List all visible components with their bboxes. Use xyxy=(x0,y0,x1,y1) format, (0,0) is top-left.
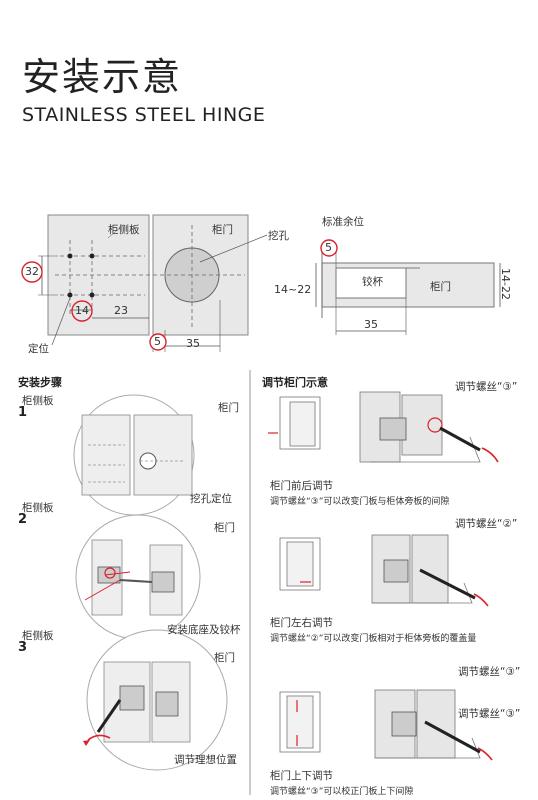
step1-side-panel: 柜侧板 xyxy=(22,395,54,407)
thickness-right: 14-22 xyxy=(499,268,512,300)
cup-section xyxy=(335,267,407,299)
dim-14-highlight xyxy=(71,300,93,322)
adjust2-screw: 调节螺丝“②” xyxy=(455,518,518,530)
step1-door: 柜门 xyxy=(218,402,239,414)
screw-dot xyxy=(67,292,73,298)
step1-number: 1 xyxy=(18,405,28,420)
adjust1-title: 柜门前后调节 xyxy=(270,480,333,492)
screw-dot xyxy=(89,253,95,259)
page-subtitle: STAINLESS STEEL HINGE xyxy=(22,104,266,126)
step2-door: 柜门 xyxy=(214,522,235,534)
screw-dot xyxy=(67,253,73,259)
section-dim-35: 35 xyxy=(364,318,378,331)
dim-5-text: 5 xyxy=(154,335,161,348)
margin-label: 标准余位 xyxy=(322,216,364,228)
dim-14-text: 14 xyxy=(75,304,89,317)
margin-5-highlight xyxy=(320,239,338,257)
step3-number: 3 xyxy=(18,640,28,655)
dim-5-highlight xyxy=(149,333,167,351)
adjust2-desc: 调节螺丝“②”可以改变门板相对于柜体旁板的覆盖量 xyxy=(270,634,477,644)
dim-23-text: 23 xyxy=(114,304,128,317)
adjust3-screw1: 调节螺丝“③” xyxy=(458,666,521,678)
thickness-left: 14~22 xyxy=(274,283,312,296)
step3-side-panel: 柜侧板 xyxy=(22,630,54,642)
step3-door: 柜门 xyxy=(214,652,235,664)
page-title: 安装示意 xyxy=(22,55,183,99)
install-heading: 安装步骤 xyxy=(18,376,62,389)
adjust3-title: 柜门上下调节 xyxy=(270,770,333,782)
dim-32-highlight xyxy=(21,261,43,283)
adjust3-screw2: 调节螺丝“③” xyxy=(458,708,521,720)
adjust2-title: 柜门左右调节 xyxy=(270,617,333,629)
adjust3-desc: 调节螺丝“③”可以校正门板上下间隙 xyxy=(270,787,414,797)
hole-label: 挖孔 xyxy=(268,230,289,242)
section-dim-5: 5 xyxy=(325,241,332,254)
step2-caption: 安装底座及铰杯 xyxy=(167,624,241,636)
step1-hole-pos: 挖孔定位 xyxy=(190,493,232,505)
adjust1-desc: 调节螺丝“③”可以改变门板与柜体旁板的间隙 xyxy=(270,497,450,507)
cup-label: 铰杯 xyxy=(362,276,383,288)
side-panel-label: 柜侧板 xyxy=(108,224,140,236)
section-door-label: 柜门 xyxy=(430,281,451,293)
position-label: 定位 xyxy=(28,343,49,355)
adjust1-screw: 调节螺丝“③” xyxy=(455,381,518,393)
door-label: 柜门 xyxy=(212,224,233,236)
step2-number: 2 xyxy=(18,512,28,527)
screw-dot xyxy=(89,292,95,298)
step3-caption: 调节理想位置 xyxy=(174,754,237,766)
adjust-heading: 调节柜门示意 xyxy=(262,376,328,389)
dim-35-text: 35 xyxy=(186,337,200,350)
step2-side-panel: 柜侧板 xyxy=(22,502,54,514)
dim-32-text: 32 xyxy=(25,265,39,278)
